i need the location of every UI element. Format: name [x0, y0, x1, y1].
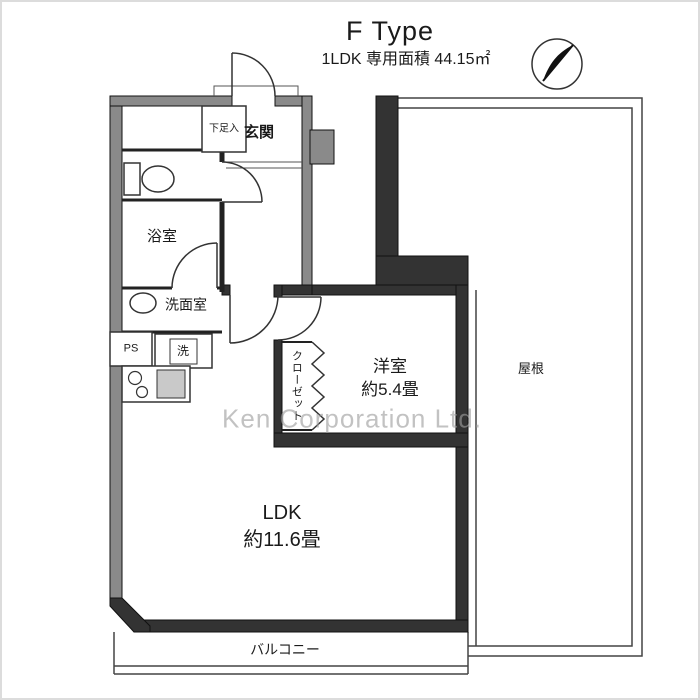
- stove-burners-icon: [135, 385, 149, 399]
- doors: [171, 52, 326, 431]
- shoe-cabinet-box: [201, 105, 247, 153]
- corner-diagonal-wall: [109, 597, 151, 633]
- ldk-name: LDK: [262, 502, 302, 524]
- laundry-pan: [169, 338, 198, 365]
- label-pipe-space: PS: [123, 342, 139, 355]
- ldk-size: 約11.6畳: [243, 529, 321, 551]
- toilet-door: [221, 161, 263, 203]
- watermark: Ken Corporation Ltd.: [222, 403, 482, 434]
- label-closet: クローゼット: [290, 350, 303, 422]
- toilet-tank: [123, 162, 141, 196]
- washbasin-icon: [129, 292, 157, 314]
- label-bathroom: 浴室: [146, 227, 178, 245]
- western-room-size: 約5.4畳: [361, 380, 419, 399]
- stove-burners-icon: [127, 370, 143, 386]
- western-room-door: [277, 296, 322, 341]
- label-laundry: 洗: [176, 343, 190, 358]
- outer-walls-dark: [109, 95, 469, 633]
- fixtures: [109, 105, 247, 403]
- pipe-space-box: [109, 331, 153, 367]
- closet-folding-door: [310, 341, 326, 431]
- label-ldk: LDK 約11.6畳: [243, 500, 320, 554]
- compass-north-icon: [531, 38, 583, 90]
- bathroom-door: [171, 242, 218, 289]
- plan-subtitle: 1LDK 専用面積 44.15㎡: [321, 51, 491, 69]
- page-title: F Type: [345, 15, 435, 46]
- label-roof: 屋根: [517, 361, 545, 377]
- label-western-room: 洋室 約5.4畳: [361, 356, 419, 402]
- roof-outline: [398, 97, 643, 657]
- label-balcony: バルコニー: [250, 641, 320, 658]
- label-shoe-cabinet: 下足入: [209, 123, 239, 135]
- label-genkan: 玄関: [243, 123, 275, 141]
- outer-walls-gray: [109, 95, 335, 603]
- entrance-door: [231, 52, 276, 97]
- label-washroom: 洗面室: [165, 296, 207, 313]
- kitchen-sink-icon: [156, 369, 186, 399]
- balcony-outline: [113, 632, 469, 675]
- entrance-step-lines: [213, 85, 302, 169]
- toilet-icon: [141, 165, 175, 193]
- ldk-door: [229, 294, 279, 344]
- western-room-name: 洋室: [372, 357, 407, 377]
